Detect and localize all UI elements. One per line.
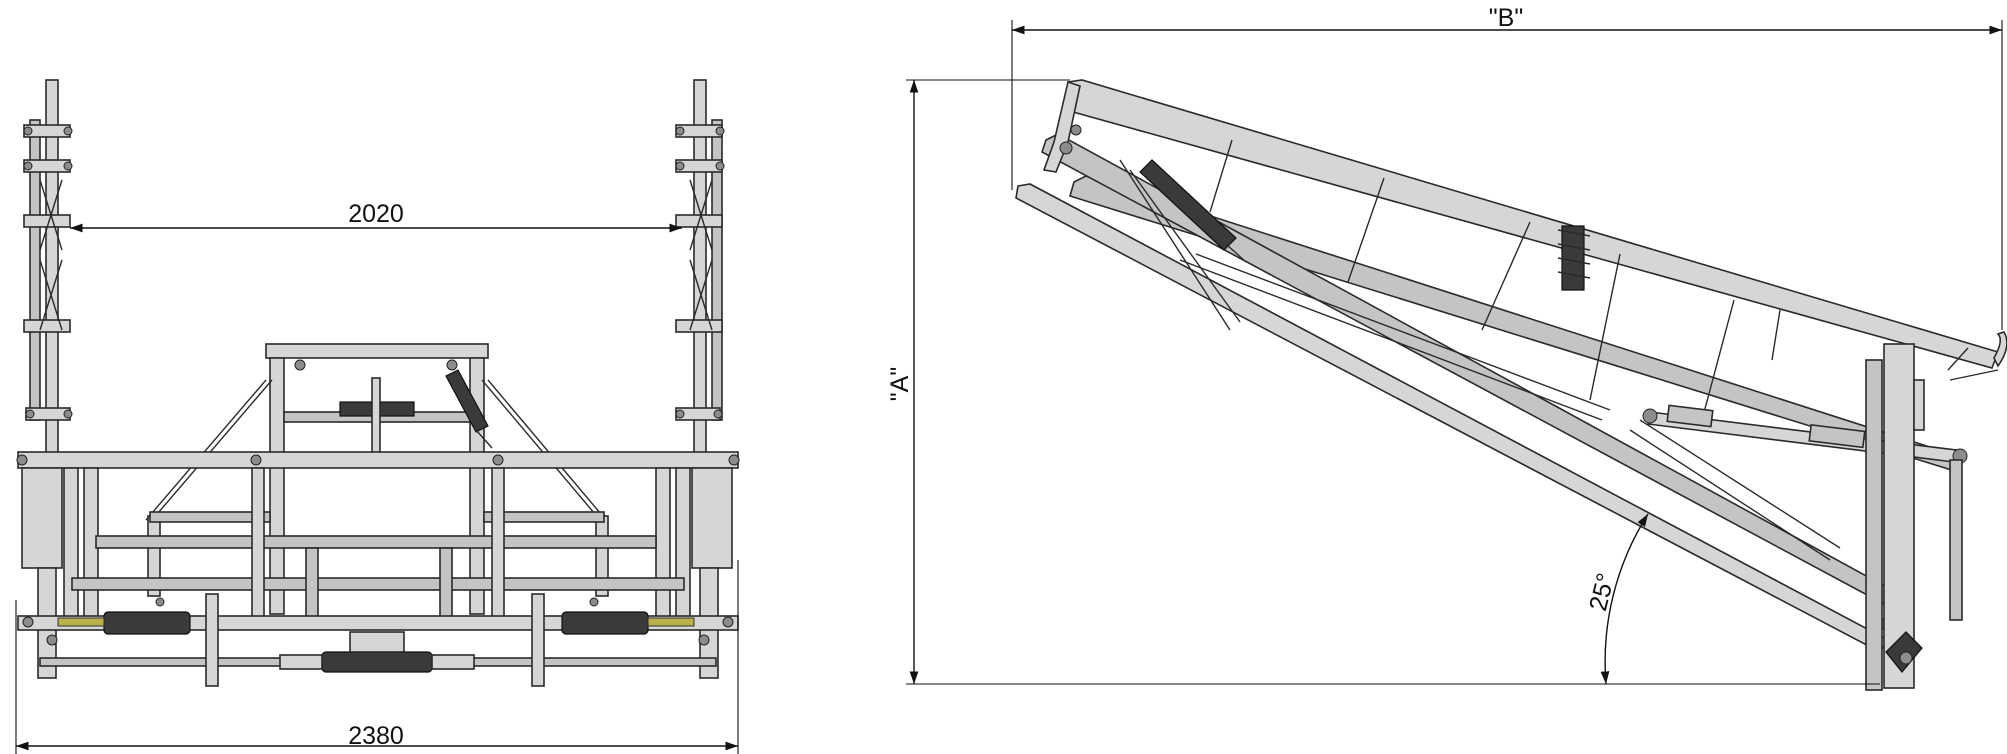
bottom-frame (17, 593, 739, 687)
side-mast (1865, 331, 2007, 691)
dimension-b: "B" (1011, 4, 2003, 330)
left-folded-boom (23, 79, 73, 461)
dimension-angle: 25° (1584, 513, 1649, 685)
mast-frame (145, 343, 609, 615)
height-a-label: "A" (886, 367, 914, 401)
dimension-inner-width: 2020 (70, 200, 682, 233)
dimension-a: "A" (886, 79, 1880, 685)
front-view: 2020 2380 (15, 79, 740, 754)
right-folded-boom (675, 79, 725, 461)
overall-width-label: 2380 (348, 722, 404, 750)
dimension-overall-width: 2380 (15, 560, 739, 754)
angled-boom (1015, 79, 2000, 654)
inner-width-label: 2020 (348, 200, 404, 228)
side-view: "B" "A" 25° (886, 4, 2007, 691)
width-b-label: "B" (1489, 4, 1523, 32)
angle-label: 25° (1584, 570, 1620, 613)
